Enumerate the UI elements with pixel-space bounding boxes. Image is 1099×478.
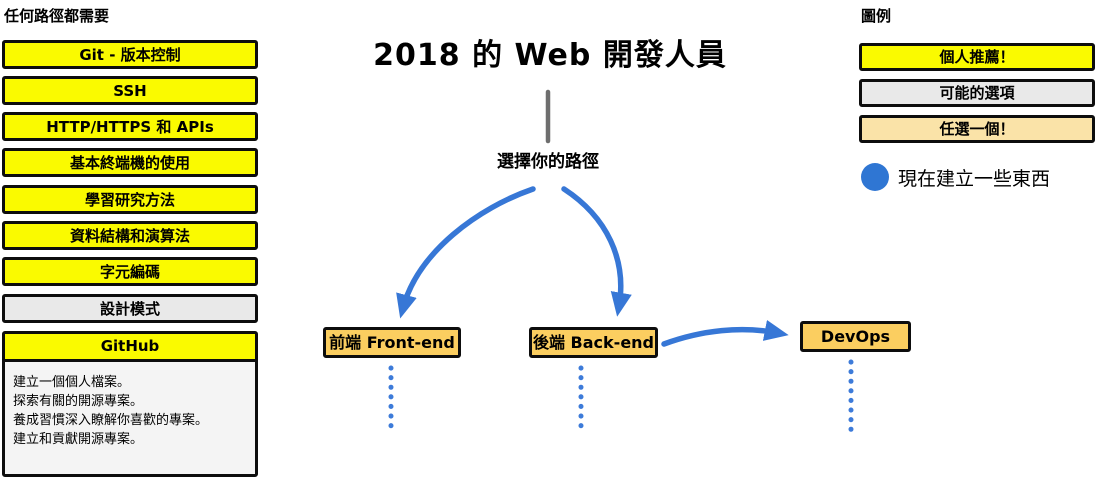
required-item-terminal: 基本終端機的使用 xyxy=(2,148,258,177)
page-title: 2018 的 Web 開發人員 xyxy=(373,38,727,73)
required-item-http: HTTP/HTTPS 和 APIs xyxy=(2,112,258,141)
arrow-backend-to-devops xyxy=(661,320,789,347)
required-item-ssh: SSH xyxy=(2,76,258,105)
arrow-to-backend xyxy=(561,186,632,317)
legend-item-recommended: 個人推薦！ xyxy=(859,43,1095,71)
legend-item-pick-one: 任選一個！ xyxy=(859,115,1095,143)
required-item-design-patterns: 設計模式 xyxy=(2,294,258,323)
path-node-backend: 後端 Back-end xyxy=(529,327,658,358)
legend-build-something-label: 現在建立一些東西 xyxy=(898,168,1051,190)
required-item-data-structures: 資料結構和演算法 xyxy=(2,221,258,250)
legend-title: 圖例 xyxy=(861,7,892,25)
blue-dot-icon xyxy=(861,163,889,191)
legend-item-possibility: 可能的選項 xyxy=(859,79,1095,107)
path-node-devops: DevOps xyxy=(800,321,911,352)
github-note: 養成習慣深入瞭解你喜歡的專案。 xyxy=(13,413,209,428)
choose-path-label: 選擇你的路徑 xyxy=(497,152,599,172)
path-node-frontend: 前端 Front-end xyxy=(323,327,461,358)
required-item-git: Git - 版本控制 xyxy=(2,40,258,69)
github-note: 探索有關的開源專案。 xyxy=(13,394,144,409)
github-notes: 建立一個個人檔案。 探索有關的開源專案。 養成習慣深入瞭解你喜歡的專案。 建立和… xyxy=(5,362,255,449)
required-section-title: 任何路徑都需要 xyxy=(4,7,110,25)
github-note: 建立一個個人檔案。 xyxy=(13,375,131,390)
required-item-research: 學習研究方法 xyxy=(2,185,258,214)
github-section: GitHub 建立一個個人檔案。 探索有關的開源專案。 養成習慣深入瞭解你喜歡的… xyxy=(2,331,258,477)
arrow-to-frontend xyxy=(396,186,536,319)
github-note: 建立和貢獻開源專案。 xyxy=(13,432,144,447)
github-section-header: GitHub xyxy=(5,334,255,362)
required-item-encoding: 字元編碼 xyxy=(2,257,258,286)
